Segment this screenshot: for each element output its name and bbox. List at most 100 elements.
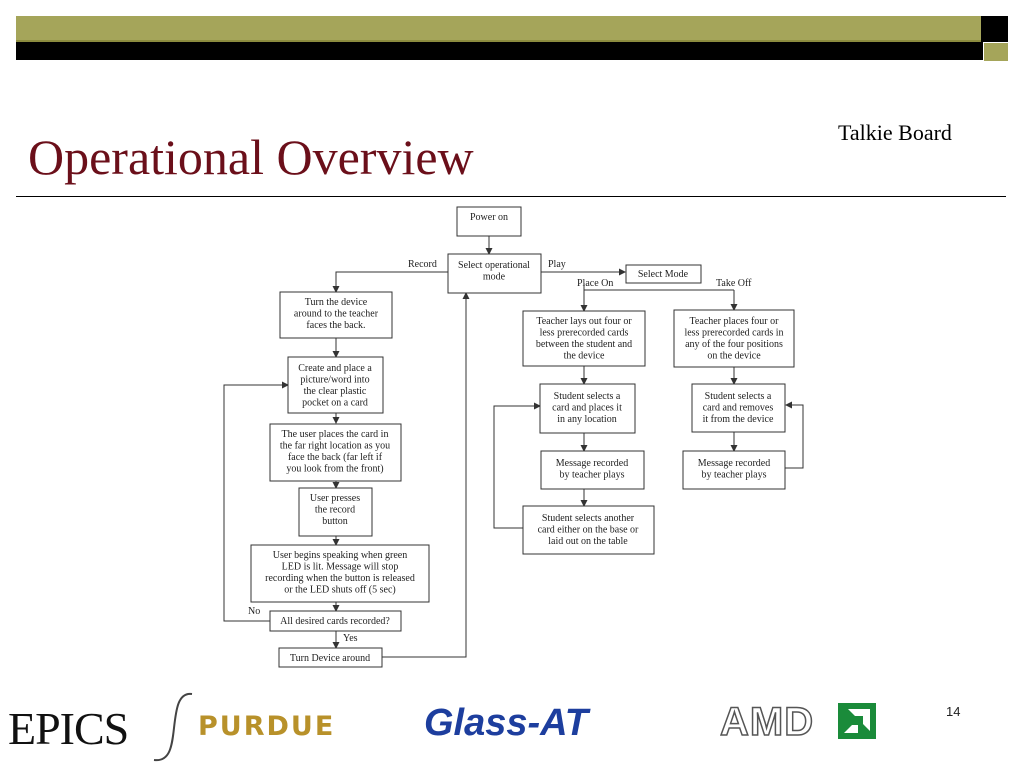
- flow-node-line: Student selects a: [705, 391, 772, 402]
- flow-node-line: Create and place a: [298, 363, 372, 374]
- flow-node-line: User presses: [310, 493, 360, 504]
- top-banner-accent: [16, 16, 981, 42]
- flow-node-line: in any location: [557, 414, 616, 425]
- flow-node-line: by teacher plays: [560, 470, 625, 481]
- flow-node-line: on the device: [707, 351, 761, 362]
- edge-label-yes: Yes: [343, 633, 358, 644]
- flow-node-line: card and places it: [552, 403, 622, 414]
- flow-node-line: Turn Device around: [290, 653, 370, 664]
- flow-node-line: card and removes: [703, 403, 774, 414]
- flow-node-line: All desired cards recorded?: [280, 616, 390, 627]
- amd-logo: AMD: [719, 699, 815, 745]
- flow-node-line: the far right location as you: [280, 441, 390, 452]
- flow-node-line: Student selects another: [542, 513, 635, 524]
- flow-node-line: LED is lit. Message will stop: [282, 562, 399, 573]
- flow-node-line: by teacher plays: [702, 470, 767, 481]
- flow-node-line: you look from the front): [286, 464, 383, 475]
- svg-text:Select Mode: Select Mode: [638, 269, 689, 280]
- flow-node-turn-around: Turn Device around: [278, 647, 383, 668]
- flow-node-line: between the student and: [536, 339, 632, 350]
- flow-node-line: around to the teacher: [294, 309, 379, 320]
- flow-node-line: The user places the card in: [282, 429, 389, 440]
- flow-node-line: recording when the button is released: [265, 573, 415, 584]
- flow-node-line: pocket on a card: [302, 398, 368, 409]
- svg-text:Power on: Power on: [470, 212, 508, 223]
- flow-node-line: the clear plastic: [304, 386, 367, 397]
- flow-connectors: [223, 236, 804, 658]
- flow-node-all-desired: All desired cards recorded?: [269, 610, 402, 632]
- flow-node-select-mode: Select Mode: [625, 264, 702, 284]
- flow-node-line: picture/word into: [300, 375, 369, 386]
- flow-node-line: Power on: [470, 212, 508, 223]
- flow-node-line: User begins speaking when green: [273, 550, 407, 561]
- edge-label-no: No: [248, 606, 260, 617]
- edge-label-play: Play: [548, 259, 566, 270]
- slide-subtitle: Talkie Board: [838, 120, 952, 145]
- svg-text:Turn Device around: Turn Device around: [290, 653, 370, 664]
- flow-node-line: card either on the base or: [538, 525, 639, 536]
- flow-node-line: less prerecorded cards: [540, 328, 629, 339]
- amd-arrow-icon: [838, 703, 876, 739]
- flow-node-line: the record: [315, 505, 355, 516]
- flow-node-line: Message recorded: [556, 458, 628, 469]
- title-rule: [16, 196, 1006, 197]
- flow-node-line: Teacher lays out four or: [536, 316, 632, 327]
- top-banner-accent-line: [16, 40, 981, 42]
- edge-label-record: Record: [408, 259, 437, 270]
- flow-node-line: Message recorded: [698, 458, 770, 469]
- svg-text:All desired cards recorded?: All desired cards recorded?: [280, 616, 390, 627]
- flow-node-line: Student selects a: [554, 391, 621, 402]
- flow-node-power-on: Power on: [456, 206, 522, 237]
- flow-node-line: button: [322, 516, 348, 527]
- flow-node-line: face the back (far left if: [288, 452, 383, 463]
- purdue-logo: PURDUE: [198, 711, 336, 742]
- edge-label-place-on: Place On: [577, 278, 613, 289]
- flow-node-line: less prerecorded cards in: [684, 328, 783, 339]
- flow-node-line: Select operational: [458, 260, 530, 271]
- page-number: 14: [946, 704, 961, 719]
- flow-node-line: laid out on the table: [548, 536, 628, 547]
- flow-node-line: it from the device: [703, 414, 774, 425]
- corner-square: [983, 42, 1009, 62]
- edge-label-take-off: Take Off: [716, 278, 752, 289]
- epics-logo: EPICS: [8, 703, 129, 754]
- flow-node-line: or the LED shuts off (5 sec): [284, 585, 395, 596]
- flow-node-line: Select Mode: [638, 269, 689, 280]
- slide-title: Operational Overview: [28, 129, 474, 185]
- flow-node-line: any of the four positions: [685, 339, 783, 350]
- flow-node-line: faces the back.: [306, 320, 365, 331]
- flow-node-line: mode: [483, 272, 506, 283]
- integral-swoosh-icon: [153, 692, 193, 762]
- glass-at-logo: Glass-AT: [424, 702, 589, 744]
- flow-node-line: Teacher places four or: [690, 316, 780, 327]
- flow-node-line: Turn the device: [305, 297, 368, 308]
- flow-node-line: the device: [564, 351, 605, 362]
